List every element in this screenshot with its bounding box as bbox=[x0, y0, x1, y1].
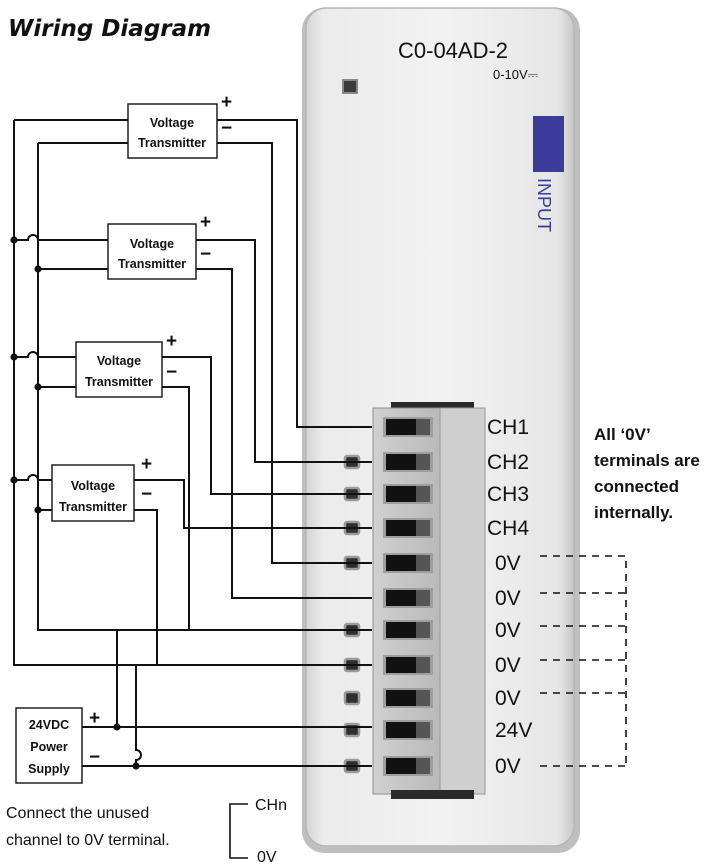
power-supply-line1: 24VDC bbox=[29, 718, 69, 732]
footnote-line2: channel to 0V terminal. bbox=[6, 832, 170, 849]
minus-sign: − bbox=[200, 244, 211, 265]
terminal-screw[interactable] bbox=[383, 518, 433, 538]
plus-sign: + bbox=[89, 708, 100, 729]
terminal-screw[interactable] bbox=[383, 720, 433, 740]
module-model: C0-04AD-2 bbox=[398, 38, 508, 63]
page-title: Wiring Diagram bbox=[8, 16, 211, 42]
terminal-screw[interactable] bbox=[383, 620, 433, 640]
note-line3: connected bbox=[594, 477, 679, 496]
terminal-screw[interactable] bbox=[383, 688, 433, 708]
note-line2: terminals are bbox=[594, 451, 700, 470]
plus-sign: + bbox=[141, 454, 152, 475]
minus-sign: − bbox=[89, 747, 100, 768]
internal-connection-note: All ‘0V’ terminals are connected interna… bbox=[594, 425, 700, 522]
terminal-label: CH4 bbox=[487, 517, 529, 540]
transmitter-label-line1: Voltage bbox=[150, 116, 194, 130]
power-supply-line2: Power bbox=[30, 740, 68, 754]
footnote-line1: Connect the unused bbox=[6, 805, 149, 822]
terminal-block-side bbox=[439, 407, 486, 795]
transmitter-label-line1: Voltage bbox=[97, 354, 141, 368]
terminal-label: CH1 bbox=[487, 416, 529, 439]
plus-sign: + bbox=[200, 212, 211, 233]
transmitter-label-line1: Voltage bbox=[130, 237, 174, 251]
voltage-transmitter-3: Voltage Transmitter + − bbox=[75, 331, 177, 398]
voltage-transmitter-2: Voltage Transmitter + − bbox=[107, 212, 211, 280]
transmitter-label-line2: Transmitter bbox=[118, 257, 186, 271]
terminal-screw[interactable] bbox=[383, 484, 433, 504]
terminal-block bbox=[343, 402, 486, 799]
terminal-label: 0V bbox=[495, 755, 521, 778]
footnote-chn-label: CHn bbox=[255, 797, 287, 814]
terminal-block-bottom-clip bbox=[391, 790, 474, 799]
minus-sign: − bbox=[141, 484, 152, 505]
note-line1: All ‘0V’ bbox=[594, 425, 651, 444]
terminal-screw[interactable] bbox=[383, 417, 433, 437]
input-label: INPUT bbox=[534, 178, 554, 232]
terminal-block-top-clip bbox=[391, 402, 474, 411]
voltage-transmitter-1: Voltage Transmitter + − bbox=[127, 92, 232, 159]
terminal-label: 0V bbox=[495, 552, 521, 575]
terminal-indicator bbox=[343, 722, 361, 738]
minus-sign: − bbox=[221, 118, 232, 139]
transmitter-label-line2: Transmitter bbox=[138, 136, 206, 150]
status-led bbox=[342, 79, 358, 94]
internal-0v-links bbox=[540, 555, 627, 767]
module-range: 0-10V⎓ bbox=[493, 67, 538, 82]
transmitter-label-line2: Transmitter bbox=[59, 500, 127, 514]
terminal-indicator bbox=[343, 690, 361, 706]
terminal-label: 0V bbox=[495, 654, 521, 677]
field-wiring bbox=[10, 119, 372, 770]
minus-sign: − bbox=[166, 362, 177, 383]
terminal-screw[interactable] bbox=[383, 588, 433, 608]
footnote-0v-label: 0V bbox=[257, 849, 277, 865]
transmitter-label-line1: Voltage bbox=[71, 479, 115, 493]
plus-sign: + bbox=[221, 92, 232, 113]
terminal-label: CH3 bbox=[487, 483, 529, 506]
terminal-label: 0V bbox=[495, 619, 521, 642]
terminal-screw[interactable] bbox=[383, 452, 433, 472]
terminal-screw[interactable] bbox=[383, 553, 433, 573]
voltage-transmitter-4: Voltage Transmitter + − bbox=[51, 454, 152, 522]
terminal-label: 24V bbox=[495, 719, 532, 742]
terminal-label: 0V bbox=[495, 587, 521, 610]
plus-sign: + bbox=[166, 331, 177, 352]
input-color-tab bbox=[533, 116, 564, 172]
note-line4: internally. bbox=[594, 503, 673, 522]
power-supply: 24VDC Power Supply + − bbox=[15, 707, 113, 784]
power-supply-line3: Supply bbox=[28, 762, 70, 776]
transmitter-label-line2: Transmitter bbox=[85, 375, 153, 389]
terminal-label: CH2 bbox=[487, 451, 529, 474]
terminal-label: 0V bbox=[495, 687, 521, 710]
unused-channel-footnote: Connect the unused channel to 0V termina… bbox=[6, 797, 287, 865]
terminal-screw[interactable] bbox=[383, 655, 433, 675]
terminal-screw[interactable] bbox=[383, 756, 433, 776]
